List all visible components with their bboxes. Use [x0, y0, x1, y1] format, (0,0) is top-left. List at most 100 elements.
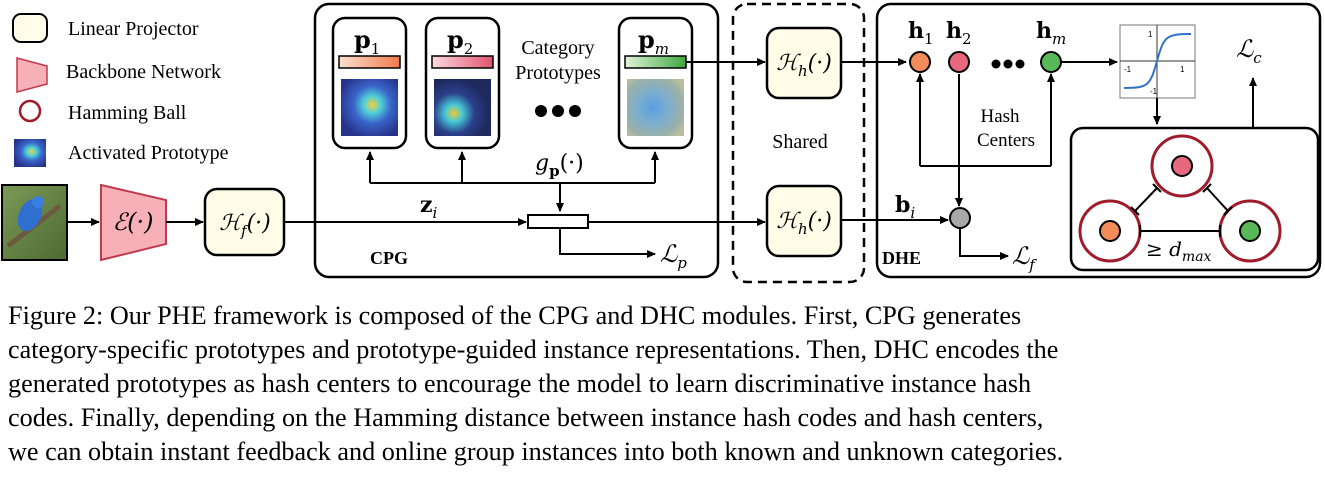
- pm-base: p: [638, 25, 655, 54]
- proto-bar-orange: [338, 55, 401, 69]
- caption-line-5: we can obtain instant feedback and onlin…: [8, 437, 1064, 466]
- hamming-balls-box: [1069, 126, 1320, 272]
- linear-projector-swatch: [12, 13, 48, 43]
- zi-base: z: [420, 192, 433, 218]
- gp-tail: (·): [560, 151, 584, 176]
- backbone-encoder: ℰ(·): [100, 183, 167, 262]
- arrow-to-loss-f: [959, 228, 1009, 260]
- hm-base: h: [1036, 18, 1052, 44]
- tanh-tick-pos-x: 1: [1180, 65, 1185, 74]
- lf-sub: f: [1028, 256, 1037, 274]
- dmax-prefix: ≥ d: [1146, 237, 1182, 261]
- svg-text:≥ dmax: ≥ dmax: [1146, 237, 1212, 265]
- arrow-to-loss-p: [559, 228, 656, 258]
- hamming-ball-orange: [1078, 199, 1142, 263]
- prototype-card-m: pm: [617, 16, 694, 150]
- combiner-node: [527, 214, 589, 229]
- lp-base: ℒ: [660, 240, 678, 268]
- legend-hamming-ball-label: Hamming Ball: [68, 102, 187, 124]
- hh-top-sub: h: [798, 62, 808, 80]
- tanh-tick-neg-1: -1: [1124, 65, 1132, 74]
- dhe-label: DHE: [882, 248, 921, 268]
- activated-prototype-m: [627, 79, 684, 136]
- svg-text:h2: h2: [946, 18, 972, 48]
- svg-text:pm: pm: [638, 25, 669, 58]
- prototype-card-2: p2: [424, 16, 501, 150]
- gp-sub: p: [549, 162, 560, 180]
- hash-centers-line1: Hash: [980, 106, 1020, 127]
- hash-center-arrows: [916, 58, 1118, 207]
- hamming-ball-pink: [1150, 134, 1214, 198]
- h1-base: h: [908, 18, 924, 44]
- p2-sub: 2: [464, 40, 474, 58]
- svg-text:h1: h1: [908, 18, 934, 48]
- hh-top-base: ℋ: [776, 51, 801, 76]
- prototype-card-1: p1: [331, 16, 408, 150]
- p2-base: p: [447, 25, 464, 54]
- shared-box: [731, 2, 866, 284]
- hash-center-ellipsis: [991, 59, 1025, 69]
- bi-sub: i: [910, 204, 915, 222]
- hm-sub: m: [1052, 30, 1066, 48]
- gp-distribution-arrows: [366, 151, 659, 212]
- activated-prototype-2: [434, 79, 491, 136]
- pm-sub: m: [655, 40, 669, 58]
- cpg-label: CPG: [370, 248, 408, 268]
- backbone-network-swatch: [16, 57, 48, 93]
- p1-sub: 1: [371, 40, 381, 58]
- dmax-sub: max: [1182, 249, 1212, 265]
- tanh-tick-neg-y: -1: [1150, 87, 1158, 96]
- p1-base: p: [354, 25, 371, 54]
- svg-text:bi: bi: [895, 192, 915, 222]
- caption-line-1: Figure 2: Our PHE framework is composed …: [8, 301, 1022, 330]
- lp-sub: p: [677, 254, 687, 272]
- lf-base: ℒ: [1012, 242, 1030, 270]
- instance-hash-code-bi: [949, 207, 971, 229]
- svg-text:ℒp: ℒp: [660, 240, 687, 272]
- category-prototypes-line2: Prototypes: [515, 62, 601, 84]
- hash-center-hm: [1040, 51, 1062, 73]
- hh-bottom-tail: (·): [808, 209, 832, 234]
- projector-hh-bottom: ℋh(·): [765, 184, 843, 258]
- distance-bars: [1130, 183, 1233, 237]
- svg-text:zi: zi: [420, 192, 438, 222]
- cpg-module-box: [313, 2, 720, 279]
- zi-sub: i: [433, 204, 438, 222]
- hash-center-h1: [909, 51, 931, 73]
- lc-base: ℒ: [1236, 35, 1254, 63]
- svg-text:ℋh(·): ℋh(·): [776, 51, 832, 80]
- caption-line-2: category-specific prototypes and prototy…: [8, 335, 1059, 364]
- activated-prototype-1: [341, 79, 398, 136]
- framework-diagram: Linear Projector Backbone Network Hammin…: [1, 2, 1322, 284]
- encoder-label: ℰ(·): [113, 208, 154, 236]
- proto-bar-green: [624, 55, 687, 69]
- activated-prototype-swatch: [14, 139, 46, 167]
- hash-centers-line2: Centers: [977, 130, 1035, 151]
- caption-line-3: generated prototypes as hash centers to …: [8, 369, 1032, 398]
- category-prototypes-line1: Category: [521, 37, 594, 59]
- legend-activated-prototype-label: Activated Prototype: [68, 142, 229, 164]
- h2-sub: 2: [962, 30, 972, 48]
- svg-text:p2: p2: [447, 25, 473, 58]
- hash-center-h2: [948, 51, 970, 73]
- svg-text:ℋf(·): ℋf(·): [219, 211, 270, 240]
- tanh-plot: 1 -1 1 -1: [1119, 24, 1196, 99]
- tanh-tick-pos-1: 1: [1148, 30, 1153, 39]
- hf-base: ℋ: [219, 211, 244, 236]
- legend-backbone-network-label: Backbone Network: [66, 61, 221, 83]
- svg-text:p1: p1: [354, 25, 380, 58]
- svg-text:gp(·): gp(·): [535, 151, 584, 180]
- hf-tail: (·): [247, 211, 271, 236]
- proto-bar-pink: [431, 55, 494, 69]
- gp-base: g: [535, 151, 549, 176]
- caption-line-4: codes. Finally, depending on the Hamming…: [8, 403, 1044, 432]
- legend: Linear Projector Backbone Network Hammin…: [12, 13, 229, 167]
- figure-caption: Figure 2: Our PHE framework is composed …: [8, 299, 1320, 469]
- legend-linear-projector-label: Linear Projector: [68, 18, 199, 40]
- hh-bottom-base: ℋ: [776, 209, 801, 234]
- hamming-ball-swatch: [18, 99, 42, 123]
- ellipsis-dots: [535, 105, 581, 117]
- projector-hf: ℋf(·): [203, 187, 286, 257]
- input-bird-image: [1, 184, 68, 261]
- svg-text:ℋh(·): ℋh(·): [776, 209, 832, 238]
